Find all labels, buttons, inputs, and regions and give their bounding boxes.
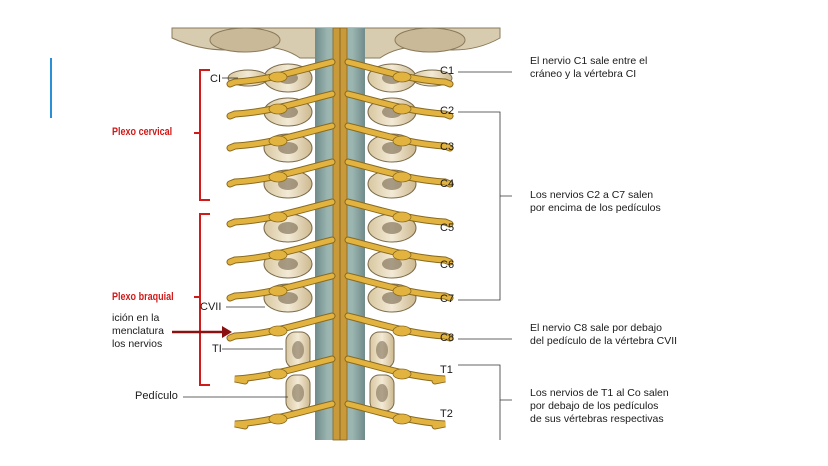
note-t1co-line-1: Los nervios de T1 al Co salen bbox=[530, 387, 669, 399]
label-plexo-cervical: Plexo cervical bbox=[112, 126, 173, 138]
left-note-line-3: los nervios bbox=[112, 338, 163, 350]
arrow-icon bbox=[172, 326, 232, 338]
accent-bar bbox=[50, 58, 52, 118]
label-pediculo: Pedículo bbox=[135, 390, 178, 402]
nerve-label-c7: C7 bbox=[440, 293, 455, 305]
note-t1co-line-3: de sus vértebras respectivas bbox=[530, 413, 664, 425]
nerve-label-c3: C3 bbox=[440, 141, 455, 153]
nerve-label-c2: C2 bbox=[440, 105, 455, 117]
vertebra-body bbox=[285, 374, 311, 412]
nerve-label-t2: T2 bbox=[440, 408, 453, 420]
note-c8-line-1: El nervio C8 sale por debajo bbox=[530, 322, 662, 334]
nerve-label-c5: C5 bbox=[440, 222, 455, 234]
nerve-label-c1: C1 bbox=[440, 65, 455, 77]
brachial-plexus-bracket bbox=[194, 213, 210, 386]
nerve-label-c8: C8 bbox=[440, 332, 455, 344]
left-note-line-2: menclatura bbox=[112, 325, 164, 337]
nerve-roots-group bbox=[226, 58, 454, 430]
left-note-line-1: ición en la bbox=[112, 312, 160, 324]
label-plexo-braquial: Plexo braquial bbox=[112, 291, 174, 303]
note-c8-line-2: del pedículo de la vértebra CVII bbox=[530, 335, 678, 347]
label-ti: TI bbox=[212, 343, 222, 355]
note-c2c7-line-2: por encima de los pedículos bbox=[530, 202, 661, 214]
nerve-label-t1: T1 bbox=[440, 364, 453, 376]
note-c2c7-line-1: Los nervios C2 a C7 salen bbox=[530, 189, 654, 201]
vertebra-body bbox=[369, 374, 395, 412]
nerve-label-c4: C4 bbox=[440, 178, 455, 190]
note-c1-line-1: El nervio C1 sale entre el bbox=[530, 55, 648, 67]
nerve-label-c6: C6 bbox=[440, 259, 455, 271]
label-cvii: CVII bbox=[200, 301, 222, 313]
note-c1-line-2: cráneo y la vértebra CI bbox=[530, 68, 637, 80]
label-ci: CI bbox=[210, 73, 221, 85]
note-t1co-line-2: por debajo de los pedículos bbox=[530, 400, 659, 412]
cervical-plexus-bracket bbox=[194, 69, 210, 201]
